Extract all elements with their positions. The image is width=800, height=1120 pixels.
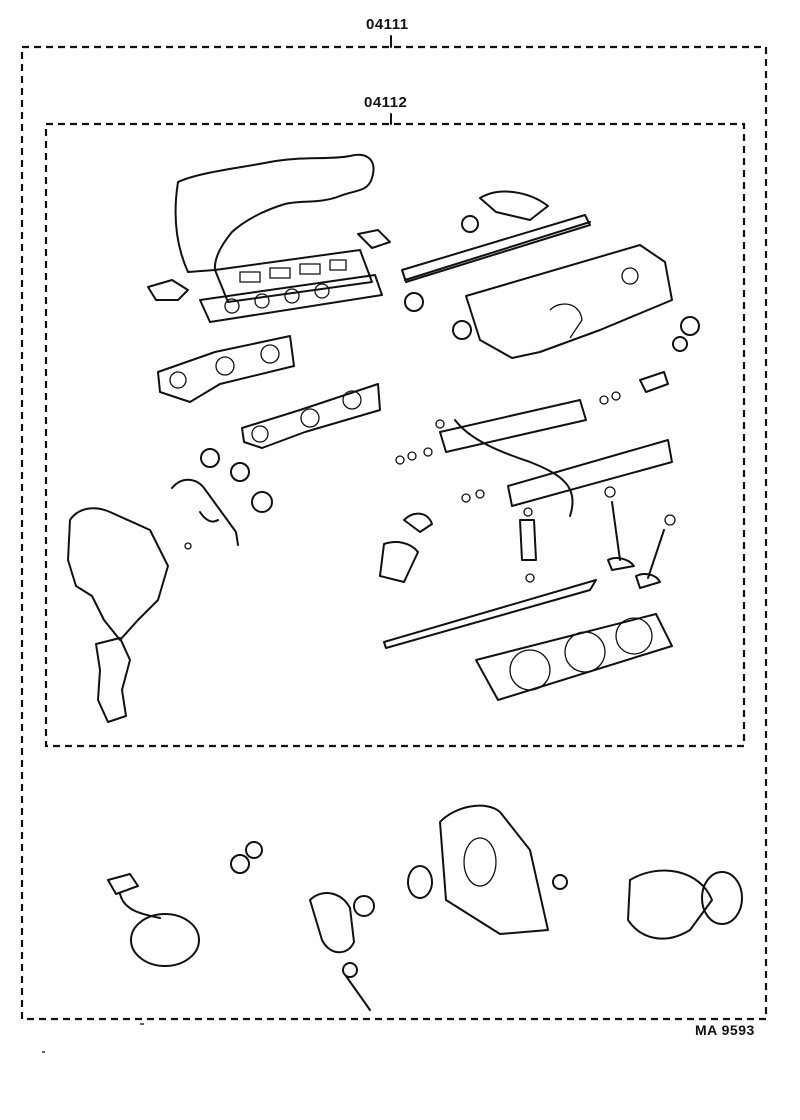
crankshaft-rear-seal <box>627 869 743 940</box>
retainer-o-ring <box>552 874 568 890</box>
outer-kit-boundary <box>20 45 768 1021</box>
inner-kit-boundary <box>44 122 746 748</box>
injector-o-rings <box>395 391 621 503</box>
spark-plug-tube-seal-2 <box>452 320 472 340</box>
fuel-delivery-pipe-upper <box>439 399 587 453</box>
cylinder-head-cover <box>465 244 673 359</box>
oil-pump-seal-2 <box>245 841 263 859</box>
camshaft-seal-1 <box>200 448 220 468</box>
water-inlet-o-ring <box>353 895 375 917</box>
half-moon-seal <box>199 511 219 523</box>
timing-cover-gasket-lower <box>95 637 131 723</box>
breather-seal <box>461 215 479 233</box>
fuel-delivery-pipe-lower <box>507 439 673 507</box>
exhaust-manifold-gasket-front <box>157 335 295 403</box>
camshaft-seal-2 <box>230 462 250 482</box>
cylinder-head-gasket <box>475 613 673 701</box>
breather-hose <box>479 190 549 221</box>
exhaust-valve <box>635 514 676 589</box>
exhaust-manifold-gasket-rear <box>241 383 381 449</box>
outer-kit-part-number: 04111 <box>366 16 409 33</box>
oil-pump-oil-seal <box>407 865 433 899</box>
small-flange-gasket <box>357 229 391 249</box>
pcv-grommet <box>680 316 700 336</box>
oil-pump-seal-1 <box>230 854 250 874</box>
small-o-ring <box>184 542 192 550</box>
valve-cover-gasket-strip <box>383 579 597 649</box>
head-cover-gasket-strip <box>404 221 591 281</box>
drawing-reference: MA 9593 <box>695 1022 755 1038</box>
oil-strainer <box>107 873 200 967</box>
throttle-body-gasket <box>147 279 189 301</box>
spark-plug-tube-seal-1 <box>404 292 424 312</box>
intake-valve <box>604 486 635 571</box>
camshaft-seal-3 <box>251 491 273 513</box>
fuel-injector <box>519 507 537 583</box>
injector-grommet <box>403 512 433 533</box>
inner-kit-part-number: 04112 <box>364 94 408 111</box>
rear-oil-seal-retainer <box>439 804 549 935</box>
pressure-regulator <box>639 371 669 393</box>
pipe-o-ring <box>342 962 358 978</box>
timing-cover-seal-strip <box>171 478 239 546</box>
intake-gasket <box>199 274 383 323</box>
water-outlet-flange <box>379 541 419 583</box>
fuel-return-line <box>454 419 574 517</box>
pcv-seal <box>672 336 688 352</box>
timing-cover-gasket-upper <box>67 507 169 641</box>
water-inlet-pipe <box>309 892 371 1011</box>
intake-manifold <box>174 153 375 303</box>
